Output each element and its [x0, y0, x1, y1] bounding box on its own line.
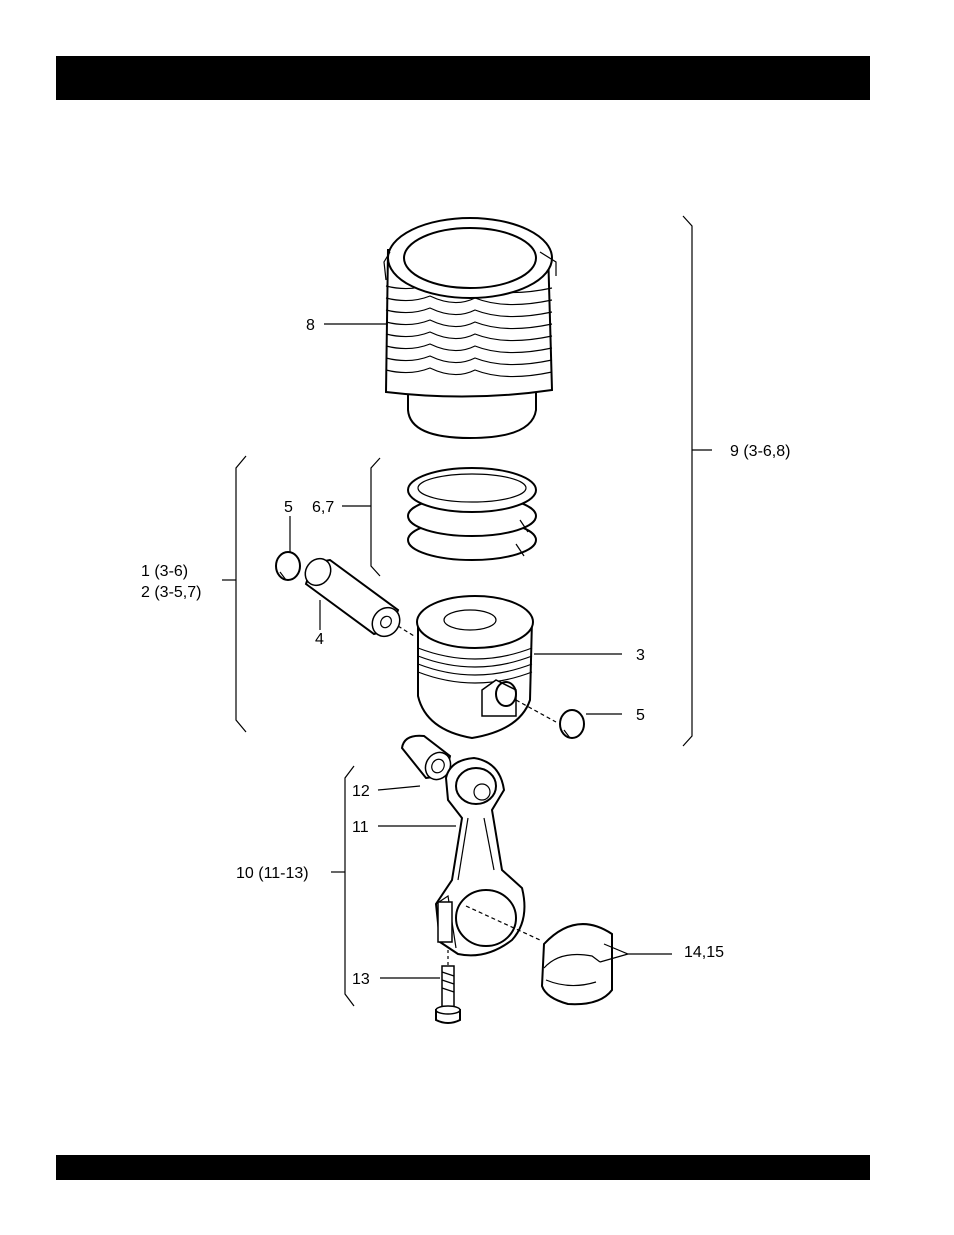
bolt-part: [436, 966, 460, 1023]
bearing-shells-part: [542, 924, 612, 1004]
bracket-1-2: [236, 456, 246, 732]
piston-rings-part: [408, 468, 536, 560]
callout-5-left: 5: [284, 499, 293, 516]
callout-6-7: 6,7: [312, 499, 334, 516]
pin-axis-line: [398, 626, 414, 636]
leader-12: [378, 786, 420, 790]
callout-3: 3: [636, 647, 645, 664]
callout-12: 12: [352, 783, 370, 800]
connecting-rod-part: [436, 758, 524, 955]
callout-11: 11: [352, 819, 369, 836]
circlip-left-part: [276, 552, 300, 580]
callout-5-right: 5: [636, 707, 645, 724]
callout-10: 10 (11-13): [236, 865, 309, 882]
callout-14-15: 14,15: [684, 944, 724, 961]
piston-pin-part: [300, 554, 405, 642]
callout-9: 9 (3-6,8): [730, 443, 790, 460]
callout-2: 2 (3-5,7): [141, 584, 201, 601]
callout-13: 13: [352, 971, 370, 988]
bracket-9: [683, 216, 692, 746]
callout-1: 1 (3-6): [141, 563, 188, 580]
piston-part: [417, 596, 533, 738]
circlip-right-part: [560, 710, 584, 738]
callout-4: 4: [315, 631, 324, 648]
cylinder-part: [384, 218, 556, 438]
callout-8: 8: [306, 317, 315, 334]
bracket-10: [345, 766, 354, 1006]
bracket-6-7: [371, 458, 380, 576]
